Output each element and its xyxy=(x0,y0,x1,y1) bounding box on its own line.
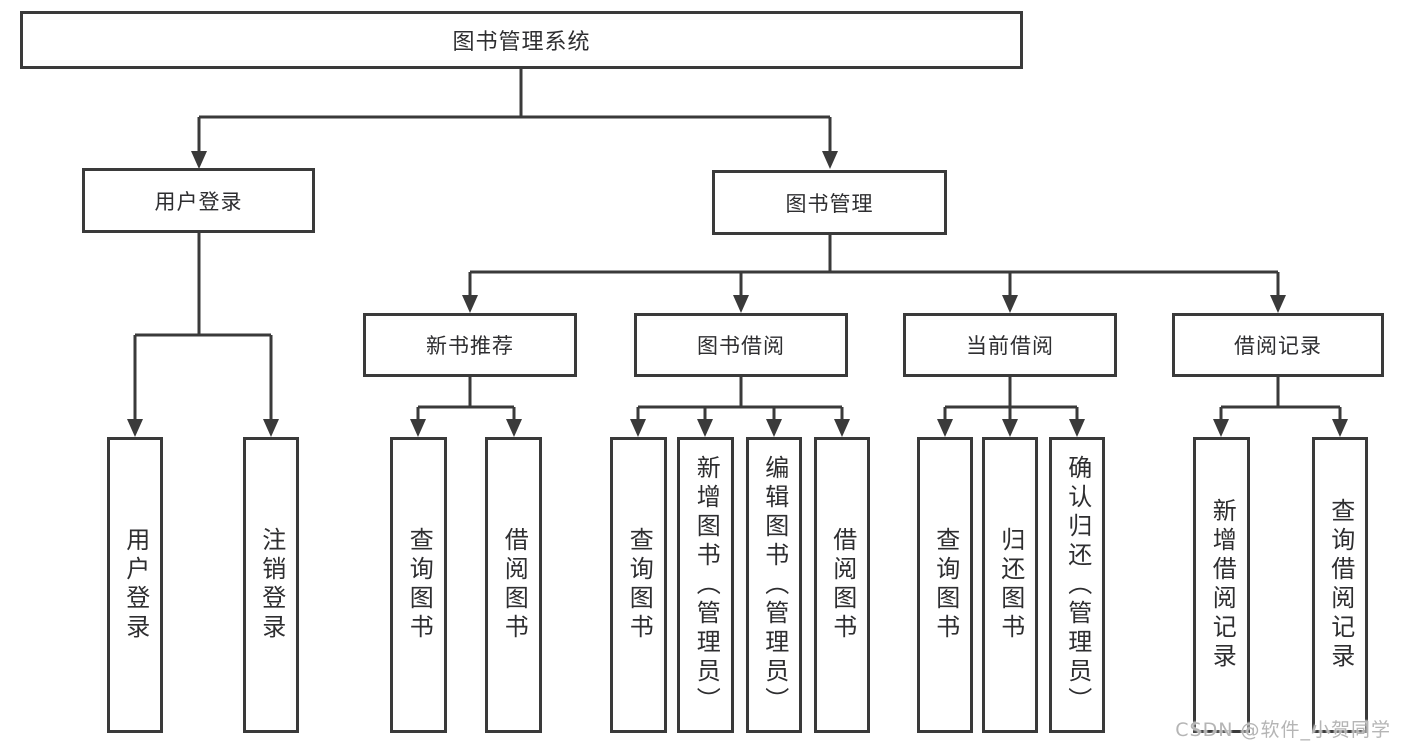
leaf-label: 确认归还（管理员） xyxy=(1063,454,1092,716)
leaf-add-books-admin: 新增图书（管理员） xyxy=(677,437,734,733)
leaf-query-books: 查询图书 xyxy=(610,437,667,733)
node-label: 图书管理系统 xyxy=(452,30,591,55)
leaf-label: 编辑图书（管理员） xyxy=(760,454,789,716)
node-label: 借阅记录 xyxy=(1234,334,1322,358)
leaf-label: 借阅图书 xyxy=(828,527,857,643)
node-label: 图书管理 xyxy=(785,191,874,216)
leaf-return-books: 归还图书 xyxy=(982,437,1038,733)
node-label: 当前借阅 xyxy=(966,334,1054,358)
leaf-label: 归还图书 xyxy=(996,527,1025,643)
leaf-label: 借阅图书 xyxy=(500,527,529,643)
leaf-label: 新增图书（管理员） xyxy=(692,454,721,716)
leaf-label: 注销登录 xyxy=(257,527,286,643)
node-current-borrowing: 当前借阅 xyxy=(903,313,1117,377)
node-library-management-system: 图书管理系统 xyxy=(20,11,1023,69)
leaf-user-login: 用户登录 xyxy=(107,437,163,733)
node-book-management: 图书管理 xyxy=(712,170,947,235)
leaf-query-books: 查询图书 xyxy=(917,437,973,733)
leaf-add-borrow-record: 新增借阅记录 xyxy=(1193,437,1250,733)
csdn-watermark: CSDN @软件_小贺同学 xyxy=(1175,719,1391,741)
node-label: 图书借阅 xyxy=(697,334,785,358)
node-book-borrowing: 图书借阅 xyxy=(634,313,848,377)
leaf-query-borrow-record: 查询借阅记录 xyxy=(1312,437,1368,733)
node-label: 用户登录 xyxy=(154,189,243,214)
leaf-label: 查询借阅记录 xyxy=(1326,498,1355,672)
node-user-login-branch: 用户登录 xyxy=(82,168,315,233)
leaf-borrow-books: 借阅图书 xyxy=(485,437,542,733)
leaf-query-books: 查询图书 xyxy=(390,437,447,733)
node-borrowing-records: 借阅记录 xyxy=(1172,313,1384,377)
leaf-edit-books-admin: 编辑图书（管理员） xyxy=(746,437,802,733)
leaf-logout: 注销登录 xyxy=(243,437,299,733)
node-new-book-recommend: 新书推荐 xyxy=(363,313,577,377)
leaf-label: 查询图书 xyxy=(405,527,434,643)
node-label: 新书推荐 xyxy=(426,334,514,358)
leaf-label: 查询图书 xyxy=(625,527,654,643)
leaf-label: 新增借阅记录 xyxy=(1208,498,1237,672)
leaf-label: 用户登录 xyxy=(121,527,150,643)
leaf-confirm-return-admin: 确认归还（管理员） xyxy=(1049,437,1105,733)
leaf-label: 查询图书 xyxy=(931,527,960,643)
leaf-borrow-books: 借阅图书 xyxy=(814,437,870,733)
